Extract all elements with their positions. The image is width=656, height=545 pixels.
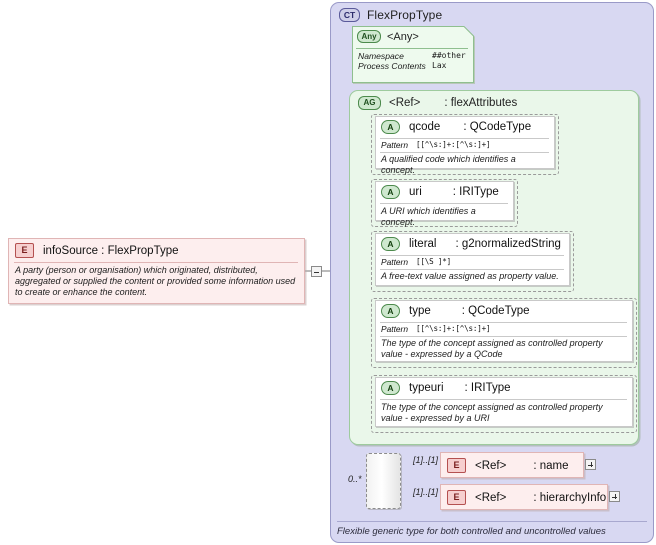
divider [356,48,468,49]
divider [380,152,549,153]
attribute-typeuri-optional-frame [371,375,637,433]
any-property-key: Namespace [358,51,404,61]
attribute-typeuri-header: A typeuri : IRIType [381,381,511,395]
any-property-process-contents: Process Contents Lax [358,61,466,71]
attribute-literal-type: : g2normalizedString [455,238,561,250]
attribute-group-name: : flexAttributes [444,97,518,109]
attribute-badge-icon: A [381,185,400,199]
attribute-qcode-name: qcode [409,121,441,133]
divider [380,255,564,256]
complex-type-badge-icon: CT [339,8,360,22]
attribute-typeuri[interactable]: A typeuri : IRIType The type of the conc… [375,377,633,427]
attribute-type-header: A type : QCodeType [381,304,530,318]
any-property-namespace: Namespace ##other [358,51,466,61]
element-ref-hierarchyinfo-label: : hierarchyInfo [533,491,607,504]
complex-type-title: FlexPropType [367,8,443,22]
divider [380,336,627,337]
element-badge-icon: E [447,458,466,473]
element-ref-hierarchyinfo-ref: <Ref> [475,491,507,504]
element-infosource-documentation: A party (person or organisation) which o… [15,265,296,298]
plus-expander-icon[interactable] [585,459,596,470]
divider [380,138,549,139]
element-ref-name-header: E <Ref> : name [447,458,569,473]
divider [14,262,298,263]
divider [380,203,508,204]
element-badge-icon: E [15,243,34,258]
complex-type-header: CT FlexPropType [339,8,442,22]
attribute-uri-optional-frame [371,179,518,227]
attribute-uri-name: uri [409,186,422,198]
attribute-typeuri-name: typeuri [409,382,444,394]
attribute-uri[interactable]: A uri : IRIType A URI which identifies a… [375,181,514,227]
element-ref-hierarchyinfo[interactable]: E <Ref> : hierarchyInfo [440,484,608,510]
attribute-literal-facet: Pattern [[\S ]*] [381,257,451,267]
attribute-type-facet: Pattern [[^\s:]+:[^\s:]+] [381,324,491,334]
minus-expander-icon[interactable] [311,266,322,277]
facet-label: Pattern [381,257,409,267]
attribute-literal-name: literal [409,238,437,250]
attribute-typeuri-documentation: The type of the concept assigned as cont… [381,402,603,423]
attribute-qcode-facet: Pattern [[^\s:]+:[^\s:]+] [381,140,491,150]
element-ref-name[interactable]: E <Ref> : name [440,452,584,478]
element-ref-name-label: : name [533,459,569,472]
any-name: <Any> [387,30,419,43]
attribute-literal-documentation: A free-text value assigned as property v… [381,271,559,281]
attribute-group-header: AG <Ref> : flexAttributes [358,96,517,110]
element-ref-hierarchyinfo-header: E <Ref> : hierarchyInfo [447,490,606,505]
attribute-qcode-documentation: A qualified code which identifies a conc… [381,154,516,175]
attribute-type-name: type [409,305,431,317]
attribute-literal-optional-frame [371,231,574,292]
element-infosource-name: infoSource : FlexPropType [43,244,179,257]
attribute-uri-header: A uri : IRIType [381,185,499,199]
attribute-type-documentation: The type of the concept assigned as cont… [381,338,603,359]
attribute-badge-icon: A [381,304,400,318]
attribute-typeuri-type: : IRIType [464,382,511,394]
element-badge-icon: E [447,490,466,505]
divider [380,269,564,270]
attribute-qcode-type: : QCodeType [463,121,532,133]
facet-value: [[\S ]*] [416,257,451,266]
choice-occurrence-label: 0..* [348,474,362,484]
any-header: Any <Any> [357,30,419,43]
facet-value: [[^\s:]+:[^\s:]+] [416,324,491,333]
attribute-type[interactable]: A type : QCodeType Pattern [[^\s:]+:[^\s… [375,300,633,362]
any-property-value: Lax [432,61,447,70]
attribute-group-ref: <Ref> [389,97,421,109]
facet-value: [[^\s:]+:[^\s:]+] [416,140,491,149]
facet-label: Pattern [381,324,409,334]
attribute-uri-type: : IRIType [452,186,499,198]
any-properties: Namespace ##other Process Contents Lax [358,51,466,71]
complex-type-footer-documentation: Flexible generic type for both controlle… [337,521,647,537]
any-property-key: Process Contents [358,61,426,71]
any-property-value: ##other [432,51,466,60]
facet-label: Pattern [381,140,409,150]
element-infosource[interactable]: E infoSource : FlexPropType A party (per… [8,238,305,304]
any-wildcard-box[interactable]: Any <Any> Namespace ##other Process Cont… [352,26,474,83]
any-box-outline [352,26,474,83]
element-infosource-header: E infoSource : FlexPropType [15,243,179,258]
attribute-literal[interactable]: A literal : g2normalizedString Pattern [… [375,233,570,286]
attribute-qcode-optional-frame [371,114,559,175]
attribute-uri-documentation: A URI which identifies a concept. [381,206,476,227]
choice-compositor-icon[interactable] [366,453,401,509]
attribute-type-optional-frame [371,298,637,368]
ref-hierarchyinfo-cardinality: [1]..[1] [413,487,439,497]
attribute-badge-icon: A [381,237,400,251]
attribute-qcode-header: A qcode : QCodeType [381,120,531,134]
plus-expander-icon[interactable] [609,491,620,502]
element-ref-name-ref: <Ref> [475,459,507,472]
attribute-qcode[interactable]: A qcode : QCodeType Pattern [[^\s:]+:[^\… [375,116,555,175]
divider [380,399,627,400]
attribute-type-datatype: : QCodeType [461,305,530,317]
any-badge-icon: Any [357,30,381,43]
attribute-badge-icon: A [381,120,400,134]
divider [380,322,627,323]
ref-name-cardinality: [1]..[1] [413,455,439,465]
attribute-group-badge-icon: AG [358,96,381,110]
attribute-literal-header: A literal : g2normalizedString [381,237,561,251]
attribute-badge-icon: A [381,381,400,395]
